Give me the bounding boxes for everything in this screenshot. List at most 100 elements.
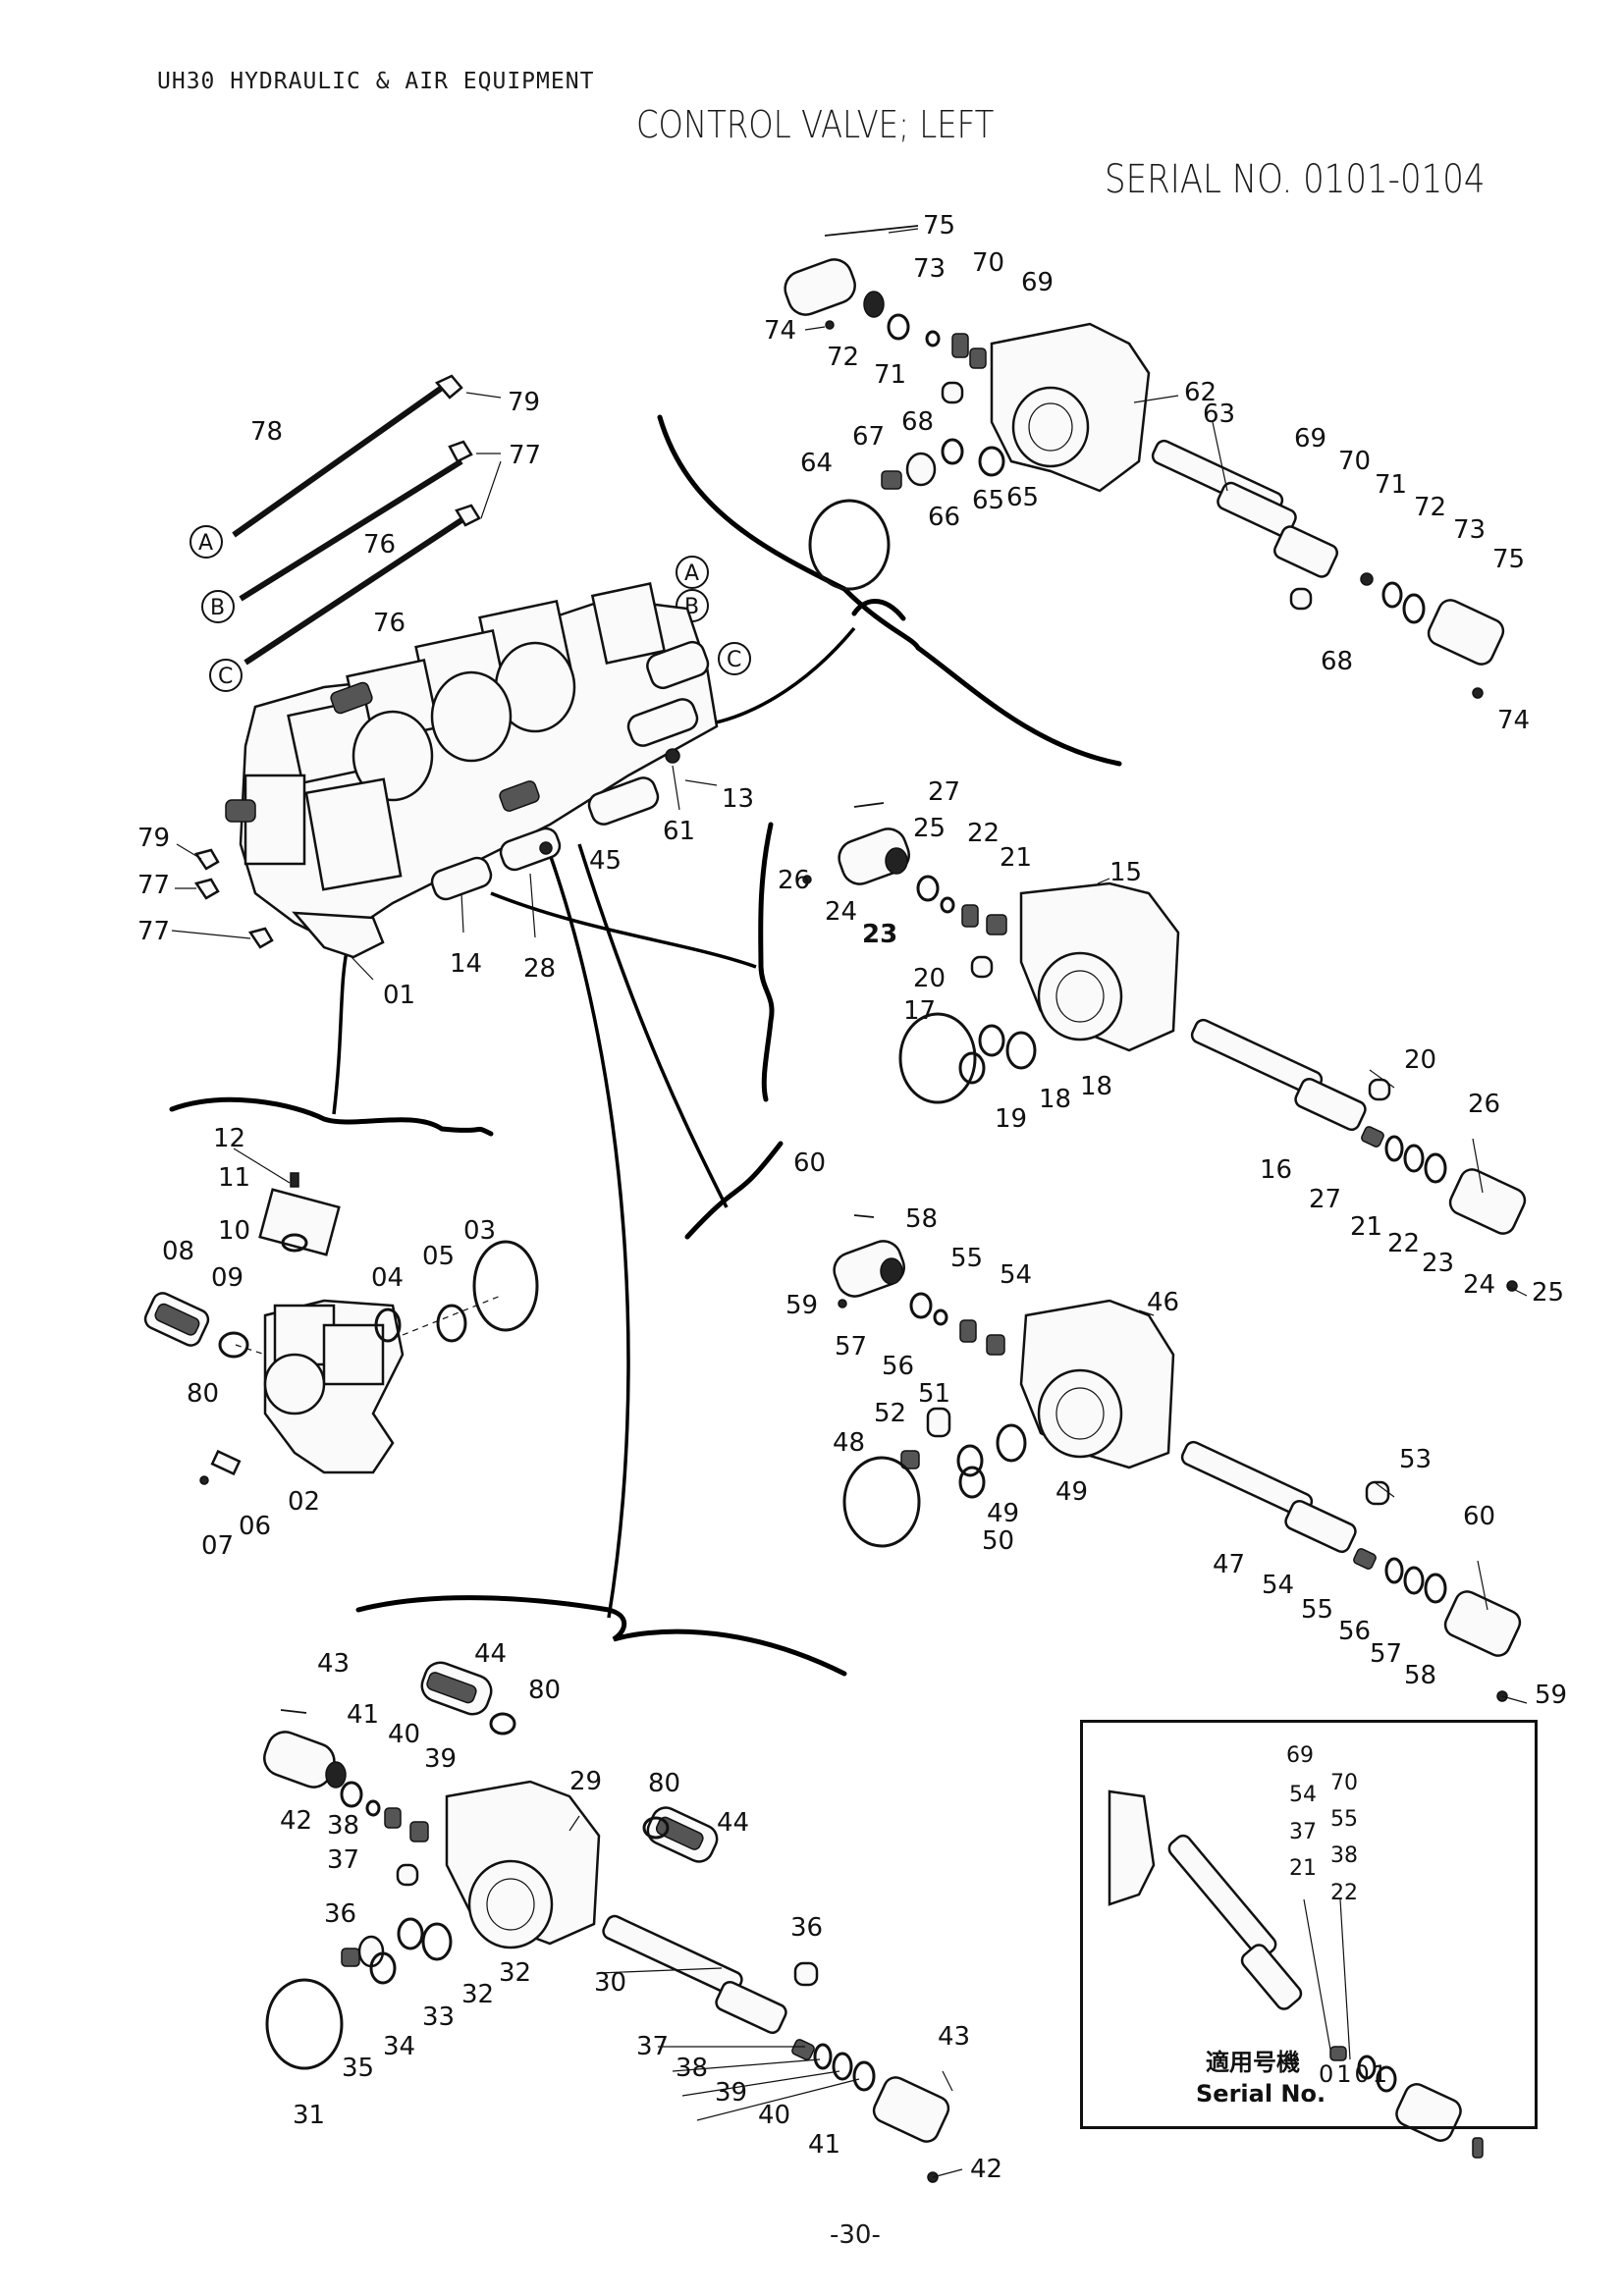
marker-c-circle [209, 659, 243, 692]
callout-73-b: 73 [1453, 515, 1486, 545]
callout-20-b: 20 [1404, 1045, 1436, 1075]
marker-b: B [210, 596, 225, 620]
callout-44-a: 44 [474, 1639, 507, 1669]
callout-37-a: 37 [327, 1845, 359, 1875]
callout-06: 06 [239, 1512, 271, 1541]
callout-55-a: 55 [950, 1244, 983, 1273]
marker-a2: A [684, 561, 699, 586]
callout-80-b: 80 [528, 1676, 561, 1705]
callout-42-a: 42 [280, 1806, 312, 1836]
inset-callout-55: 55 [1330, 1807, 1358, 1832]
marker-c2-circle [718, 642, 751, 675]
callout-32-b: 32 [499, 1958, 531, 1988]
marker-a-circle [189, 525, 223, 559]
callout-75-b: 75 [1492, 545, 1525, 574]
callout-43-a: 43 [317, 1649, 350, 1679]
callout-70-b: 70 [1338, 447, 1371, 476]
model-header: UH30 HYDRAULIC & AIR EQUIPMENT [157, 69, 595, 94]
callout-45: 45 [589, 846, 622, 876]
page-number: -30- [830, 2220, 881, 2250]
callout-60-a: 60 [793, 1148, 826, 1178]
callout-12: 12 [213, 1124, 245, 1153]
callout-76-b: 76 [373, 609, 406, 638]
callout-40-b: 40 [758, 2101, 790, 2130]
callout-31: 31 [293, 2101, 325, 2130]
callout-71-a: 71 [874, 360, 906, 390]
callout-38-a: 38 [327, 1811, 359, 1841]
callout-26-a: 26 [778, 866, 810, 895]
callout-09: 09 [211, 1263, 243, 1293]
callout-49-a: 49 [987, 1499, 1019, 1528]
marker-c2: C [727, 648, 741, 672]
arrow-to-13 [691, 626, 856, 728]
callout-54-a: 54 [1000, 1260, 1032, 1290]
callout-70-a: 70 [972, 248, 1004, 278]
callout-60-b: 60 [1463, 1502, 1495, 1531]
callout-79-b: 79 [137, 824, 170, 853]
callout-18-b: 18 [1080, 1072, 1112, 1101]
callout-65-a: 65 [972, 486, 1004, 515]
callout-33: 33 [422, 2002, 455, 2032]
inset-callout-21: 21 [1289, 1856, 1317, 1881]
serial-range: SERIAL NO. 0101-0104 [1105, 157, 1486, 202]
callout-72-b: 72 [1414, 493, 1446, 522]
arrow-to-28 [548, 853, 630, 1619]
callout-80-a: 80 [187, 1379, 219, 1409]
callout-28: 28 [523, 954, 556, 984]
callout-49-b: 49 [1055, 1477, 1088, 1507]
callout-46: 46 [1147, 1288, 1179, 1317]
callout-19: 19 [995, 1104, 1027, 1134]
callout-20-a: 20 [913, 964, 946, 993]
callout-10: 10 [218, 1216, 250, 1246]
callout-08: 08 [162, 1237, 194, 1266]
inset-drawing [1108, 1789, 1484, 2159]
callout-22-a: 22 [967, 819, 1000, 848]
callout-53: 53 [1399, 1445, 1432, 1474]
callout-77-c: 77 [137, 917, 170, 946]
arrow-to-45 [577, 843, 729, 1208]
callout-16: 16 [1260, 1155, 1292, 1185]
callout-43-b: 43 [938, 2022, 970, 2052]
callout-39-a: 39 [424, 1744, 457, 1774]
callout-29: 29 [569, 1767, 602, 1796]
inset-callout-38: 38 [1330, 1843, 1358, 1868]
callout-07: 07 [201, 1531, 234, 1561]
callout-63: 63 [1203, 400, 1235, 429]
callout-77-a: 77 [509, 441, 541, 470]
tie-rods [189, 374, 751, 692]
callout-68-a: 68 [901, 407, 934, 437]
callout-74-b: 74 [1497, 706, 1530, 735]
callout-48: 48 [833, 1428, 865, 1458]
marker-b-circle [201, 590, 235, 623]
callout-24-b: 23 [1422, 1249, 1454, 1278]
callout-02: 02 [288, 1487, 320, 1517]
group-braces [169, 414, 1122, 1677]
callout-79-a: 79 [508, 388, 540, 417]
callout-11: 11 [218, 1163, 250, 1193]
inset-applicable-label: 適用号機 [1206, 2049, 1300, 2076]
nut-79 [434, 374, 463, 400]
callout-23-b: 22 [1387, 1229, 1420, 1258]
callout-41-b: 41 [808, 2130, 840, 2160]
callout-30: 30 [594, 1968, 626, 1998]
callout-21-a: 21 [1000, 843, 1032, 873]
section-46 [833, 1214, 1522, 1702]
callout-65-b: 65 [1006, 483, 1039, 512]
leader-lines [171, 228, 1528, 2178]
callout-56-b: 56 [1338, 1617, 1371, 1646]
callout-36-b: 36 [790, 1913, 823, 1943]
callout-58-b: 58 [1404, 1661, 1436, 1690]
callout-26-b: 25 [1532, 1278, 1564, 1308]
callout-77-b: 77 [137, 871, 170, 900]
inset-callout-37: 37 [1289, 1820, 1317, 1844]
callout-14: 14 [450, 949, 482, 979]
section-62 [784, 225, 1505, 699]
callout-78: 78 [250, 417, 283, 447]
callout-66: 66 [928, 503, 960, 532]
valve-assembly [193, 582, 719, 959]
callout-56-a: 56 [882, 1352, 914, 1381]
callout-42-b: 42 [970, 2155, 1002, 2184]
inset-callout-54: 54 [1289, 1783, 1317, 1807]
callout-68-b: 68 [1321, 647, 1353, 676]
